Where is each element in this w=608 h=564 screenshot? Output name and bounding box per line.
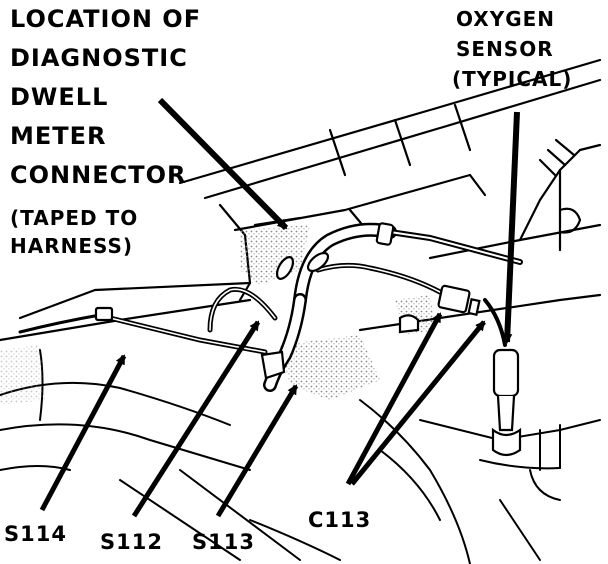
leader-arrow-s112 bbox=[131, 320, 261, 518]
leader-arrow-c113-a bbox=[345, 312, 443, 486]
callout-line: METER bbox=[10, 122, 107, 150]
callout-diagnostic-connector: LOCATION OF DIAGNOSTIC DWELL METER CONNE… bbox=[10, 0, 201, 195]
callout-line: SENSOR bbox=[456, 37, 554, 61]
callout-diagnostic-connector-note: (TAPED TO HARNESS) bbox=[10, 204, 138, 260]
callout-line: DWELL bbox=[10, 83, 109, 111]
callout-s113: S113 bbox=[192, 530, 255, 554]
callout-c113: C113 bbox=[308, 508, 372, 532]
leader-arrow-c113-b bbox=[350, 320, 486, 486]
shading-stipple bbox=[0, 225, 435, 405]
callout-oxygen-sensor: OXYGEN SENSOR (TYPICAL) bbox=[452, 4, 572, 94]
callout-line: OXYGEN bbox=[456, 7, 556, 31]
callout-s112: S112 bbox=[100, 530, 163, 554]
leader-arrow-oxygen-sensor bbox=[502, 111, 520, 344]
callout-line: CONNECTOR bbox=[10, 161, 187, 189]
leader-arrow-s113 bbox=[215, 384, 299, 518]
callout-line: HARNESS) bbox=[10, 234, 134, 258]
callout-line: (TAPED TO bbox=[10, 206, 139, 230]
leader-arrow-s114 bbox=[39, 354, 127, 512]
components bbox=[94, 222, 522, 457]
callout-line: DIAGNOSTIC bbox=[10, 44, 188, 72]
callout-line: (TYPICAL) bbox=[452, 67, 573, 91]
leader-arrow-diagnostic-connector bbox=[157, 97, 289, 231]
callout-line: LOCATION OF bbox=[10, 5, 202, 33]
callout-s114: S114 bbox=[4, 522, 67, 546]
